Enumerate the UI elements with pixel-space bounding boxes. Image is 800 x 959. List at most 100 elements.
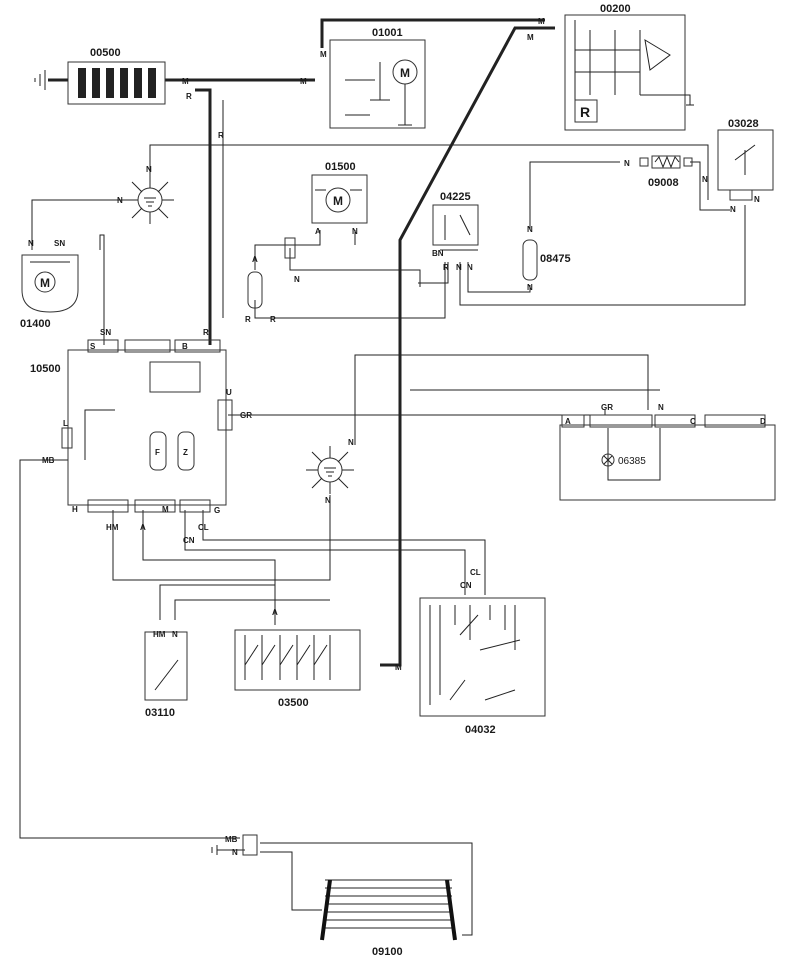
label-09100: 09100	[372, 946, 403, 958]
label-03110: 03110	[145, 707, 175, 719]
svg-text:HM: HM	[153, 630, 166, 639]
svg-text:N: N	[754, 195, 760, 204]
svg-text:MB: MB	[225, 835, 238, 844]
sensor-08475	[247, 239, 538, 309]
svg-text:G: G	[214, 506, 220, 515]
wire-labels: M M M M M R R N N N SN SN R A N A N R R …	[28, 17, 760, 857]
label-01001: 01001	[372, 27, 403, 39]
svg-text:F: F	[155, 448, 160, 457]
svg-text:N: N	[467, 263, 473, 272]
svg-text:A: A	[140, 523, 146, 532]
label-01400: 01400	[20, 318, 51, 330]
svg-text:N: N	[146, 165, 152, 174]
svg-text:R: R	[270, 315, 276, 324]
battery-00500	[34, 61, 166, 105]
label-08475: 08475	[540, 253, 571, 265]
svg-text:H: H	[72, 505, 78, 514]
svg-text:N: N	[456, 263, 462, 272]
svg-text:N: N	[702, 175, 708, 184]
motor-icon-01001: M	[400, 66, 410, 80]
svg-text:R: R	[203, 328, 209, 337]
ground-star-1	[126, 176, 174, 224]
svg-text:N: N	[28, 239, 34, 248]
switch-03028	[717, 129, 774, 201]
symbol-letters: M M M R	[40, 66, 590, 290]
label-01500: 01500	[325, 161, 356, 173]
label-10500: 10500	[30, 363, 61, 375]
svg-text:HM: HM	[106, 523, 119, 532]
svg-text:GR: GR	[240, 411, 252, 420]
resistor-09008	[639, 155, 693, 169]
starter-01001	[329, 39, 426, 129]
svg-text:A: A	[565, 417, 571, 426]
label-00500: 00500	[90, 47, 121, 59]
connector-letters: S B U L H M G A C D F Z	[63, 342, 766, 515]
svg-text:N: N	[527, 225, 533, 234]
svg-text:R: R	[218, 131, 224, 140]
svg-text:C: C	[690, 417, 696, 426]
svg-text:M: M	[538, 17, 545, 26]
label-04225: 04225	[440, 191, 471, 203]
svg-text:R: R	[245, 315, 251, 324]
svg-text:M: M	[162, 505, 169, 514]
svg-text:M: M	[300, 77, 307, 86]
ground-star-2	[306, 446, 354, 494]
alternator-00200	[564, 14, 694, 131]
label-04032: 04032	[465, 724, 496, 736]
svg-text:N: N	[352, 227, 358, 236]
svg-text:M: M	[527, 33, 534, 42]
svg-text:N: N	[527, 283, 533, 292]
label-09008: 09008	[648, 177, 679, 189]
relay-04225	[432, 204, 479, 251]
svg-text:CL: CL	[198, 523, 209, 532]
svg-text:SN: SN	[100, 328, 111, 337]
control-unit-10500	[61, 339, 233, 513]
svg-text:CN: CN	[183, 536, 195, 545]
svg-text:R: R	[186, 92, 192, 101]
switch-03500	[234, 629, 361, 691]
svg-text:U: U	[226, 388, 232, 397]
svg-text:B: B	[182, 342, 188, 351]
heater-09100	[211, 834, 457, 941]
svg-text:A: A	[272, 608, 278, 617]
switch-03110	[144, 631, 188, 701]
svg-text:N: N	[325, 496, 331, 505]
thick-wires	[165, 18, 555, 667]
svg-text:N: N	[172, 630, 178, 639]
regulator-icon: R	[580, 104, 590, 120]
svg-text:L: L	[63, 419, 68, 428]
switch-04032	[419, 597, 546, 717]
label-00200: 00200	[600, 3, 631, 15]
svg-text:M: M	[395, 663, 402, 672]
label-03028: 03028	[728, 118, 759, 130]
svg-text:N: N	[624, 159, 630, 168]
svg-text:Z: Z	[183, 448, 188, 457]
svg-text:M: M	[182, 77, 189, 86]
svg-text:MB: MB	[42, 456, 55, 465]
svg-text:BN: BN	[432, 249, 444, 258]
svg-text:N: N	[730, 205, 736, 214]
label-03500: 03500	[278, 697, 309, 709]
motor-icon-01500: M	[333, 194, 343, 208]
motor-icon-01400: M	[40, 276, 50, 290]
svg-text:N: N	[117, 196, 123, 205]
svg-text:CL: CL	[470, 568, 481, 577]
svg-text:GR: GR	[601, 403, 613, 412]
svg-text:A: A	[252, 255, 258, 264]
svg-text:S: S	[90, 342, 96, 351]
svg-text:N: N	[294, 275, 300, 284]
svg-text:N: N	[232, 848, 238, 857]
motor-01500	[284, 174, 368, 259]
svg-text:CN: CN	[460, 581, 472, 590]
svg-text:N: N	[348, 438, 354, 447]
panel-06385	[559, 414, 776, 501]
svg-text:N: N	[658, 403, 664, 412]
svg-text:SN: SN	[54, 239, 65, 248]
label-06385: 06385	[618, 456, 646, 467]
svg-text:R: R	[443, 263, 449, 272]
thin-wires	[19, 100, 746, 936]
motor-01400	[21, 254, 79, 313]
svg-text:M: M	[320, 50, 327, 59]
svg-text:D: D	[760, 417, 766, 426]
